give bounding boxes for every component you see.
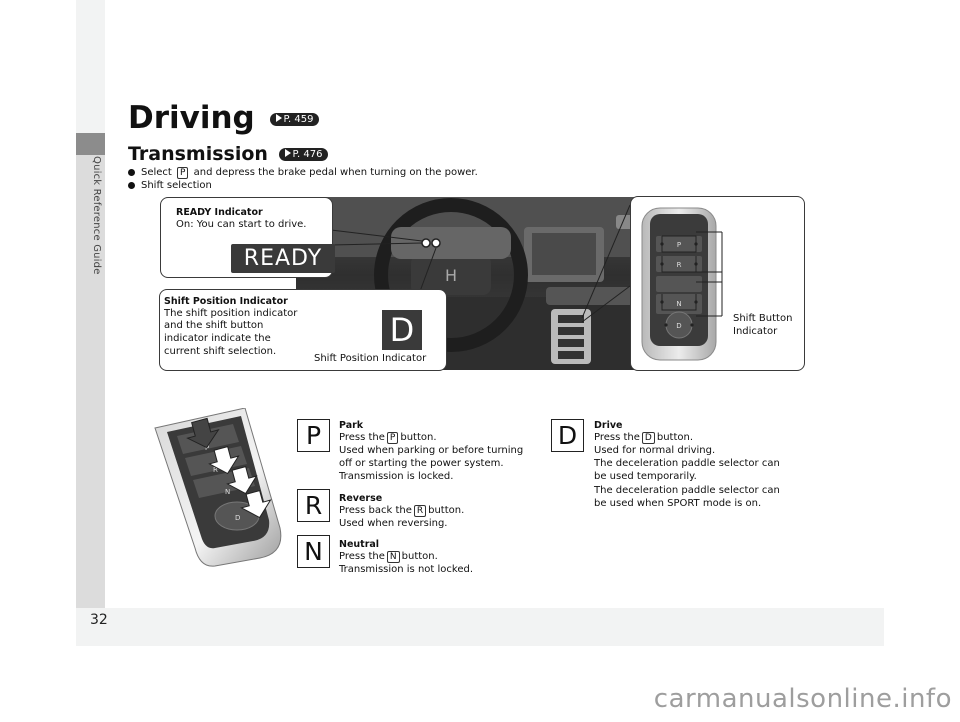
letter-p-icon: P [297,419,330,452]
drive-line-1-post: button. [656,432,694,443]
arrow-right-icon [284,149,291,157]
shift-button-caption-1: Shift Button [733,313,793,324]
drive-title: Drive [594,420,623,431]
shift-callout-title: Shift Position Indicator [164,296,288,307]
page-number: 32 [90,612,108,628]
side-label: Quick Reference Guide [91,156,102,275]
key-p-icon: P [386,432,399,444]
ready-callout-title: READY Indicator [176,207,263,218]
shift-button-illustration: P R N D [641,207,723,361]
letter-n-icon: N [297,535,330,568]
side-strip [76,155,105,608]
footer-band [76,608,884,646]
panel-label-d: D [676,322,681,330]
console-label-n: N [225,488,230,496]
page-title-text: Driving [128,100,255,136]
park-line-3: off or starting the power system. [339,458,504,469]
section-ref-text: P. 476 [292,149,323,160]
shift-callout-line-4: current shift selection. [164,346,277,357]
reverse-line-1-pre: Press back the [339,505,412,516]
page-title: Driving P. 459 [128,100,320,136]
drive-line-3: The deceleration paddle selector can [594,458,780,469]
neutral-line-2: Transmission is not locked. [339,564,474,575]
drive-line-6: be used when SPORT mode is on. [594,498,762,509]
drive-line-5: The deceleration paddle selector can [594,485,780,496]
letter-d-icon: D [551,419,584,452]
park-line-2: Used when parking or before turning [339,445,524,456]
ready-callout-text: On: You can start to drive. [176,219,307,230]
neutral-line-1-post: button. [401,551,438,562]
bullet-text: Shift selection [141,180,212,191]
park-line-1-pre: Press the [339,432,385,443]
panel-label-p: P [677,241,681,249]
side-tab-marker [76,133,105,155]
reverse-title: Reverse [339,493,383,504]
watermark: carmanualsonline.info [653,684,952,714]
reverse-line-2: Used when reversing. [339,518,448,529]
park-title: Park [339,420,364,431]
bullet-dot-icon [128,168,135,176]
svg-text:H: H [445,266,457,285]
key-r-icon: R [413,505,427,517]
park-line-1-post: button. [400,432,437,443]
shift-callout-line-3: indicator indicate the [164,333,271,344]
console-label-d: D [235,514,240,522]
console-label-p: P [205,444,209,452]
drive-line-1-pre: Press the [594,432,640,443]
bullet-select-p: Select P and depress the brake pedal whe… [128,167,478,179]
neutral-line-1-pre: Press the [339,551,385,562]
reverse-line-1-post: button. [428,505,465,516]
shift-button-caption-2: Indicator [733,326,778,337]
bullet-text: and depress the brake pedal when turning… [193,167,478,178]
bullet-dot-icon [128,181,135,189]
shift-callout-line-1: The shift position indicator [164,308,298,319]
shift-console-illustration: P R N D [154,408,282,567]
shift-position-d-badge: D [382,310,422,350]
ready-badge: READY [231,244,335,273]
drive-line-4: be used temporarily. [594,471,697,482]
panel-label-r: R [677,261,682,269]
shift-position-caption: Shift Position Indicator [314,353,427,364]
key-d-icon: D [641,432,655,444]
bullet-shift-selection: Shift selection [128,180,212,191]
neutral-title: Neutral [339,539,380,550]
section-ref-link[interactable]: P. 476 [278,148,329,161]
page-ref-text: P. 459 [283,114,314,125]
panel-label-n: N [676,300,681,308]
console-label-r: R [213,466,218,474]
page-ref-link[interactable]: P. 459 [269,113,320,126]
section-title-text: Transmission [128,143,268,165]
shift-callout-line-2: and the shift button [164,320,264,331]
key-n-icon: N [386,551,400,563]
arrow-right-icon [275,114,282,122]
park-line-4: Transmission is locked. [339,471,454,482]
letter-r-icon: R [297,489,330,522]
section-title: Transmission P. 476 [128,143,329,165]
drive-line-2: Used for normal driving. [594,445,716,456]
key-p-icon: P [177,167,189,179]
bullet-text: Select [141,167,172,178]
